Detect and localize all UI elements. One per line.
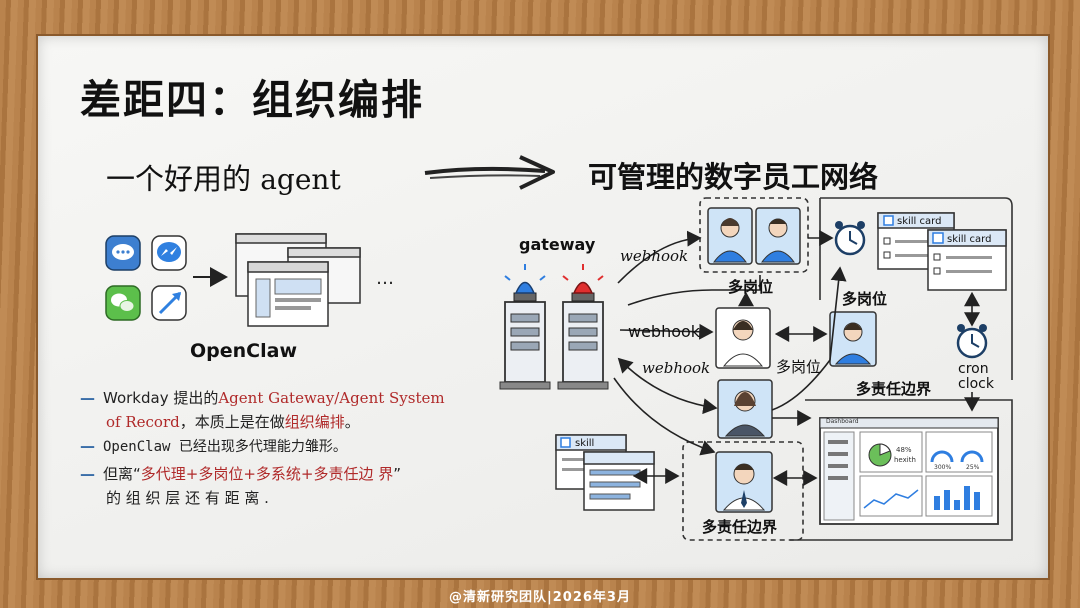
bullet-1-seg1: Workday 提出的 <box>103 389 219 407</box>
dashboard-icon <box>819 417 999 525</box>
dashboard-health-word: hexith <box>894 456 916 464</box>
siren-icon <box>504 264 604 302</box>
skill-small-label: skill <box>575 438 595 449</box>
ellipsis: … <box>376 268 394 289</box>
bullet-3-seg1: 但离“ <box>103 465 141 483</box>
role-label-3: 多岗位 <box>776 358 822 376</box>
responsibility-label-1: 多责任边界 <box>856 380 932 398</box>
webhook-label-2: webhook <box>628 322 701 341</box>
bullet-dash: — <box>80 437 95 455</box>
avatar-icon <box>717 379 773 439</box>
bullet-1-seg4: of Record <box>106 413 180 431</box>
bullet-3-seg3: ” <box>393 465 402 483</box>
dashboard-title: Dashboard <box>826 418 859 425</box>
dashboard-gauge-value-1: 300% <box>934 464 952 471</box>
server-icon <box>499 301 609 390</box>
dashboard-gauge-value-2: 25% <box>966 464 980 471</box>
bullet-1-seg7: 。 <box>344 413 360 431</box>
subtitle-left-cn: 一个好用的 <box>106 162 261 196</box>
bullet-dash: — <box>80 465 95 483</box>
connection-arrows <box>613 230 980 486</box>
webhook-label-1: webhook <box>620 247 689 265</box>
openclaw-label: OpenClaw <box>190 340 297 362</box>
footer-credit: @清新研究团队|2026年3月 <box>449 590 631 605</box>
bullet-3-seg4: 的 组 织 层 还 有 距 离 . <box>106 489 269 507</box>
role-group-top <box>699 197 809 273</box>
bullet-dash: — <box>80 389 95 407</box>
bullet-1-seg3: System <box>384 389 445 407</box>
bullet-3: — 但离“多代理+多岗位+多系统+多责任边 界” 的 组 织 层 还 有 距 离 … <box>80 462 401 510</box>
clock-word: clock <box>958 376 994 392</box>
webhook-label-3: webhook <box>642 359 711 377</box>
wechat-icon <box>105 285 141 321</box>
role-label-1: 多岗位 <box>728 278 774 296</box>
chat-icon <box>105 235 141 271</box>
alarm-clock-icon <box>834 221 988 359</box>
subtitle-left: 一个好用的 agent <box>106 156 341 198</box>
big-arrow-icon <box>424 155 555 190</box>
role-label-2: 多岗位 <box>842 290 888 308</box>
bullet-1-seg5: ，本质上是在做 <box>179 413 285 431</box>
skill-small-card-icon <box>555 434 655 511</box>
avatar-icon <box>715 307 877 369</box>
avatar-icon <box>715 451 773 513</box>
bullet-1-seg2: Agent Gateway/Agent <box>218 389 385 407</box>
bullet-1: — Workday 提出的Agent Gateway/Agent System o… <box>80 386 500 434</box>
quill-icon <box>151 285 187 321</box>
avatar-icon <box>707 207 801 265</box>
skill-card-icon <box>877 212 1007 291</box>
subtitle-right: 可管理的数字员工网络 <box>588 160 879 194</box>
outer-group-top <box>819 197 1013 380</box>
bullet-3-seg2: 多代理+多岗位+多系统+多责任边 界 <box>140 465 394 483</box>
dashboard-health-value: 48% <box>896 446 912 454</box>
skill-card-label-1: skill card <box>897 216 942 227</box>
messenger-icon <box>151 235 187 271</box>
bullet-1-seg6: 组织编排 <box>284 413 345 431</box>
responsibility-label-2: 多责任边界 <box>702 518 778 536</box>
bullet-2: — OpenClaw 已经出现多代理能力雏形。 <box>80 434 347 459</box>
skill-card-label-2: skill card <box>947 234 992 245</box>
subtitle-left-en: agent <box>260 163 341 196</box>
gateway-label: gateway <box>519 235 596 254</box>
slide-title: 差距四：组织编排 <box>80 76 424 124</box>
outer-group-bottom <box>790 399 1013 541</box>
cron-word: cron <box>958 361 989 377</box>
bullet-2-text: OpenClaw 已经出现多代理能力雏形。 <box>103 439 347 455</box>
window-stack-icon <box>235 233 361 327</box>
responsibility-group <box>682 441 804 541</box>
